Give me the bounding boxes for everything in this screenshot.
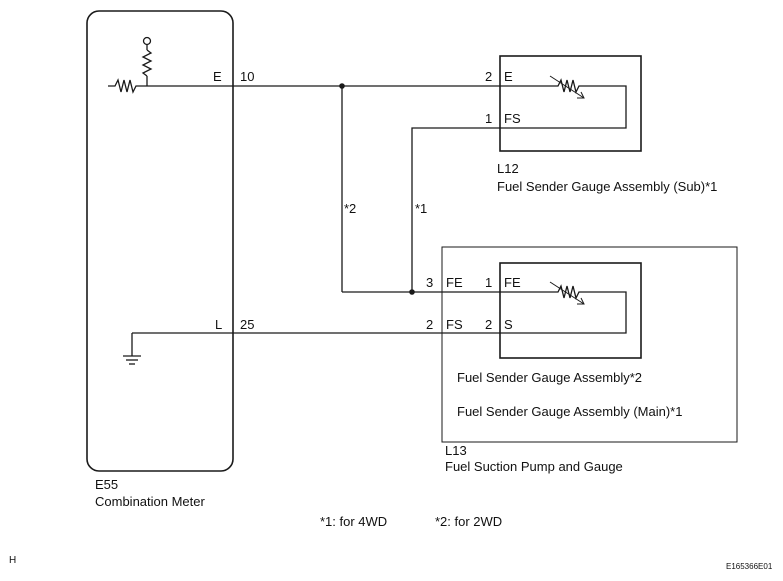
sub-pin-fs-name: FS	[504, 111, 521, 126]
sub-gauge-box	[499, 55, 642, 152]
main-gauge-label-4wd: Fuel Sender Gauge Assembly (Main)*1	[457, 404, 682, 419]
main-pin-s-name: S	[504, 317, 513, 332]
main-pin-fe-number: 1	[485, 275, 492, 290]
main-pin-s-number: 2	[485, 317, 492, 332]
sub-pin-fs-number: 1	[485, 111, 492, 126]
meter-resistor-icon	[108, 36, 153, 94]
wire-label-2wd: *2	[344, 201, 356, 216]
wire-branch-4wd	[411, 127, 500, 292]
meter-pin-e-number: 10	[240, 69, 254, 84]
note-4wd: *1: for 4WD	[320, 514, 387, 529]
wire-label-4wd: *1	[415, 201, 427, 216]
sub-gauge-name: Fuel Sender Gauge Assembly (Sub)*1	[497, 179, 717, 194]
pump-pin-fe-name: FE	[446, 275, 463, 290]
main-gauge-box	[499, 262, 642, 359]
sub-variable-resistor-icon	[500, 75, 627, 129]
pump-gauge-outer-box	[441, 246, 738, 443]
pump-pin-fs-name: FS	[446, 317, 463, 332]
meter-pin-l-number: 25	[240, 317, 254, 332]
corner-mark: H	[9, 555, 16, 566]
sub-pin-e-name: E	[504, 69, 513, 84]
pump-pin-fs-number: 2	[426, 317, 433, 332]
meter-pin-l-name: L	[215, 317, 222, 332]
sub-pin-e-number: 2	[485, 69, 492, 84]
pump-gauge-code: L13	[445, 443, 467, 458]
figure-id: E165366E01	[726, 562, 773, 571]
combination-meter-box	[86, 10, 234, 472]
pump-pin-fe-number: 3	[426, 275, 433, 290]
note-2wd: *2: for 2WD	[435, 514, 502, 529]
ground-icon	[123, 332, 233, 365]
main-variable-resistor-icon	[500, 281, 627, 334]
sub-gauge-code: L12	[497, 161, 519, 176]
meter-code: E55	[95, 477, 118, 492]
pump-gauge-name: Fuel Suction Pump and Gauge	[445, 459, 623, 474]
meter-pin-e-name: E	[213, 69, 222, 84]
meter-name: Combination Meter	[95, 494, 205, 509]
main-pin-fe-name: FE	[504, 275, 521, 290]
main-gauge-label-2wd: Fuel Sender Gauge Assembly*2	[457, 370, 642, 385]
